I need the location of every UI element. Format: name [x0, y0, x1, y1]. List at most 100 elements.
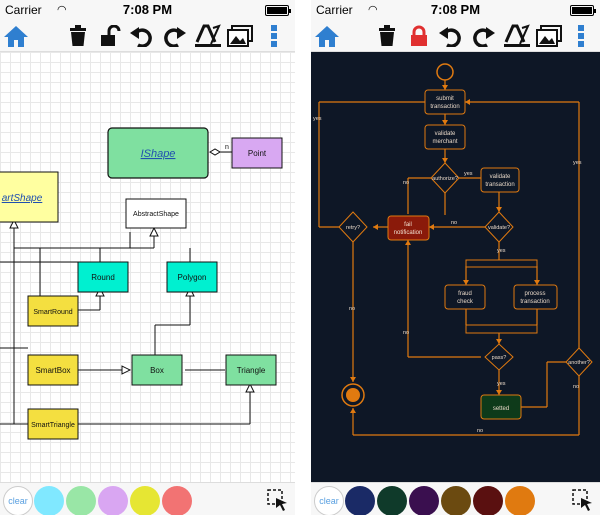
- left-screen: Carrier ◠ 7:08 PM: [0, 0, 295, 515]
- start-node: [436, 63, 454, 81]
- ishape-box: [107, 127, 209, 179]
- smarttriangle-label: SmartTriangle: [31, 422, 75, 429]
- smartbox-label: SmartBox: [35, 366, 70, 375]
- smartround-box: [27, 295, 79, 327]
- smartround-label: SmartRound: [33, 309, 72, 316]
- fraud-label-1: fraud: [458, 291, 472, 297]
- lock-icon[interactable]: [405, 22, 433, 50]
- color-swatch-red[interactable]: [162, 486, 192, 515]
- point-label: Point: [248, 149, 267, 158]
- color-swatch-darkgreen[interactable]: [377, 486, 407, 515]
- setted-label: setted: [493, 406, 509, 412]
- process-label-2: transaction: [520, 299, 549, 305]
- edge-yes-2: yes: [464, 171, 473, 177]
- smarttriangle-box: [27, 408, 79, 440]
- box-label: Box: [150, 366, 164, 375]
- screen-divider: [295, 0, 311, 515]
- palette-bar: clear: [0, 482, 295, 515]
- round-label: Round: [91, 273, 115, 282]
- edge-no-2: no: [451, 220, 457, 226]
- polygon-box: [166, 261, 218, 293]
- submit-node: [424, 89, 466, 115]
- box-box: [131, 354, 183, 386]
- triangle-label: Triangle: [237, 366, 266, 375]
- clear-button[interactable]: clear: [314, 486, 344, 515]
- fail-label-2: notification: [394, 230, 423, 236]
- selection-tool-icon[interactable]: [572, 489, 594, 511]
- smartbox-box: [27, 354, 79, 386]
- color-swatch-yellow[interactable]: [130, 486, 160, 515]
- end-node: [341, 383, 365, 407]
- pass-decision: [484, 343, 514, 371]
- redo-icon[interactable]: [469, 22, 497, 50]
- color-swatch-green[interactable]: [66, 486, 96, 515]
- process-transaction-node: [513, 284, 558, 310]
- color-swatch-darkpurple[interactable]: [409, 486, 439, 515]
- polygon-label: Polygon: [178, 273, 207, 282]
- trash-icon[interactable]: [64, 22, 92, 50]
- multiplicity-label: n: [225, 144, 229, 151]
- trash-icon[interactable]: [373, 22, 401, 50]
- abstractshape-label: AbstractShape: [133, 211, 179, 218]
- image-icon[interactable]: [226, 22, 254, 50]
- fork-bar: [465, 259, 538, 268]
- color-swatch-brown[interactable]: [441, 486, 471, 515]
- text-style-icon[interactable]: [503, 22, 531, 50]
- clock-label: 7:08 PM: [430, 2, 481, 17]
- right-screen: Carrier ◠ 7:08 PM: [311, 0, 600, 515]
- ishape-label: IShape: [141, 148, 176, 160]
- edge-no-1: no: [403, 180, 409, 186]
- edge-no-4: no: [403, 330, 409, 336]
- color-swatch-maroon[interactable]: [473, 486, 503, 515]
- carrier-label: Carrier: [316, 3, 353, 17]
- flowchart-canvas[interactable]: submit transaction validate merchant aut…: [311, 52, 600, 482]
- color-swatch-cyan[interactable]: [34, 486, 64, 515]
- round-box: [77, 261, 129, 293]
- submit-label-2: transaction: [430, 104, 459, 110]
- fraud-label-2: check: [457, 299, 474, 305]
- validate-decision: [484, 211, 514, 243]
- smartshape-label: artShape: [2, 193, 43, 204]
- triangle-box: [225, 354, 277, 386]
- smartshape-box: [0, 171, 59, 223]
- fraud-check-node: [444, 284, 486, 310]
- text-style-icon[interactable]: [194, 22, 222, 50]
- join-bar: [465, 324, 538, 334]
- setted-node: [480, 394, 522, 420]
- edge-yes-1: yes: [313, 116, 322, 122]
- toolbar: [311, 20, 600, 52]
- status-bar: Carrier ◠ 7:08 PM: [0, 0, 295, 20]
- diagram-canvas[interactable]: IShape Point n artShape AbstractShape Ro…: [0, 52, 295, 482]
- color-swatch-navy[interactable]: [345, 486, 375, 515]
- validate-merchant-node: [424, 124, 466, 150]
- selection-tool-icon[interactable]: [267, 489, 289, 511]
- more-menu-icon[interactable]: [567, 22, 595, 50]
- another-decision: [565, 347, 593, 377]
- submit-label-1: submit: [436, 96, 454, 102]
- home-icon[interactable]: [2, 22, 30, 50]
- image-icon[interactable]: [535, 22, 563, 50]
- color-swatch-purple[interactable]: [98, 486, 128, 515]
- another-label: another?: [568, 360, 590, 366]
- battery-icon: [570, 5, 596, 16]
- redo-icon[interactable]: [160, 22, 188, 50]
- palette-bar: clear: [311, 482, 600, 515]
- edge-no-5: no: [573, 384, 579, 390]
- clear-button[interactable]: clear: [3, 486, 33, 515]
- fail-notification-node: [387, 215, 430, 241]
- wifi-icon: ◠: [368, 4, 378, 16]
- validate-decision-label: validate?: [488, 225, 510, 231]
- validate-transaction-node: [480, 167, 520, 193]
- toolbar: [0, 20, 295, 52]
- undo-icon[interactable]: [128, 22, 156, 50]
- more-menu-icon[interactable]: [260, 22, 288, 50]
- home-icon[interactable]: [313, 22, 341, 50]
- validate-transaction-label-2: transaction: [485, 182, 514, 188]
- undo-icon[interactable]: [437, 22, 465, 50]
- process-label-1: process: [524, 291, 545, 297]
- unlock-icon[interactable]: [96, 22, 124, 50]
- validate-transaction-label-1: validate: [490, 174, 511, 180]
- edge-no-6: no: [477, 428, 483, 434]
- color-swatch-orange[interactable]: [505, 486, 535, 515]
- edge-yes-4: yes: [497, 381, 506, 387]
